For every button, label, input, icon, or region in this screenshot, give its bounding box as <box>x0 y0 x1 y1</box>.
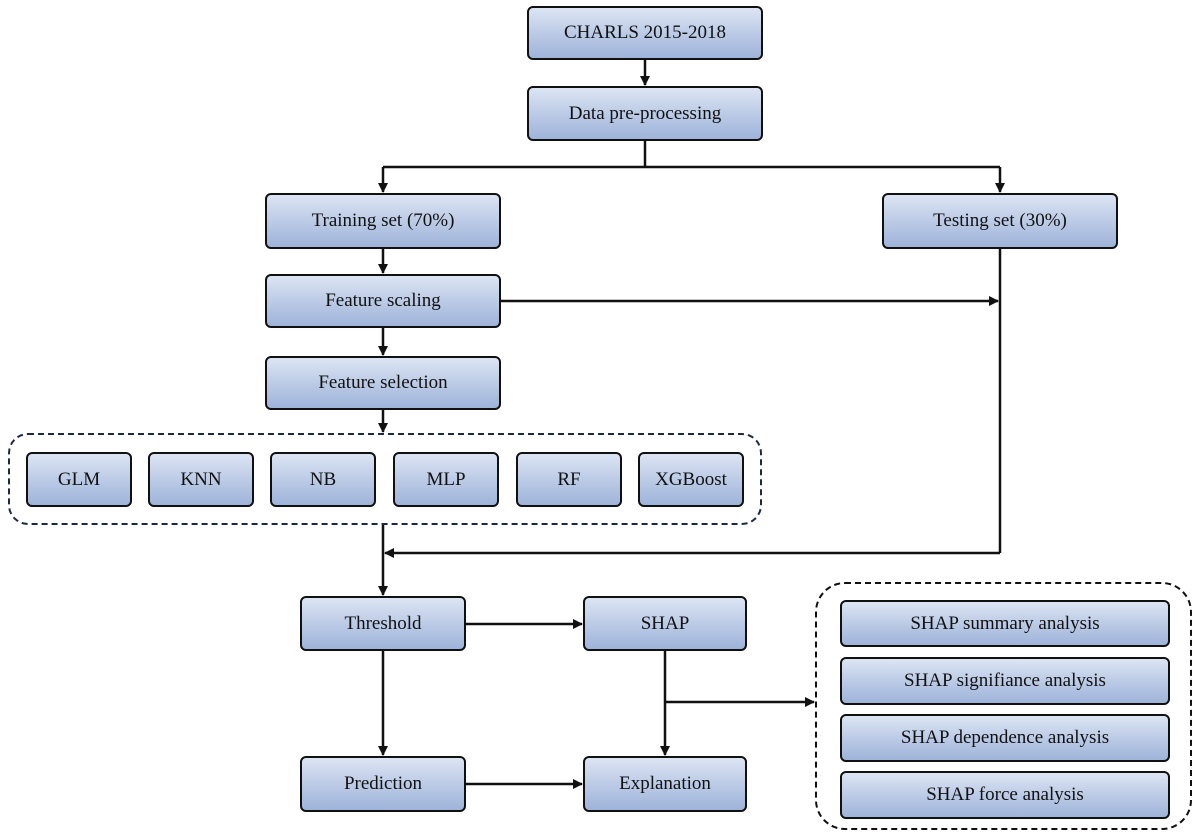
shap-node: SHAP <box>583 596 747 651</box>
shap-signifiance-analysis: SHAP signifiance analysis <box>840 657 1170 705</box>
feature-selection-node: Feature selection <box>265 356 501 410</box>
model-knn: KNN <box>148 452 254 507</box>
models-group <box>8 433 762 525</box>
prediction-node: Prediction <box>300 756 466 812</box>
threshold-node: Threshold <box>300 596 466 651</box>
model-rf: RF <box>516 452 622 507</box>
model-xgboost: XGBoost <box>638 452 744 507</box>
shap-dependence-analysis: SHAP dependence analysis <box>840 714 1170 762</box>
training-set-node: Training set (70%) <box>265 193 501 249</box>
feature-scaling-node: Feature scaling <box>265 274 501 328</box>
model-mlp: MLP <box>393 452 499 507</box>
shap-analyses-group <box>815 582 1192 830</box>
model-nb: NB <box>270 452 376 507</box>
shap-summary-analysis: SHAP summary analysis <box>840 600 1170 647</box>
model-glm: GLM <box>26 452 132 507</box>
shap-force-analysis: SHAP force analysis <box>840 771 1170 819</box>
preprocessing-node: Data pre-processing <box>527 86 763 141</box>
charls-node: CHARLS 2015-2018 <box>527 6 763 60</box>
testing-set-node: Testing set (30%) <box>882 193 1118 249</box>
explanation-node: Explanation <box>583 756 747 812</box>
